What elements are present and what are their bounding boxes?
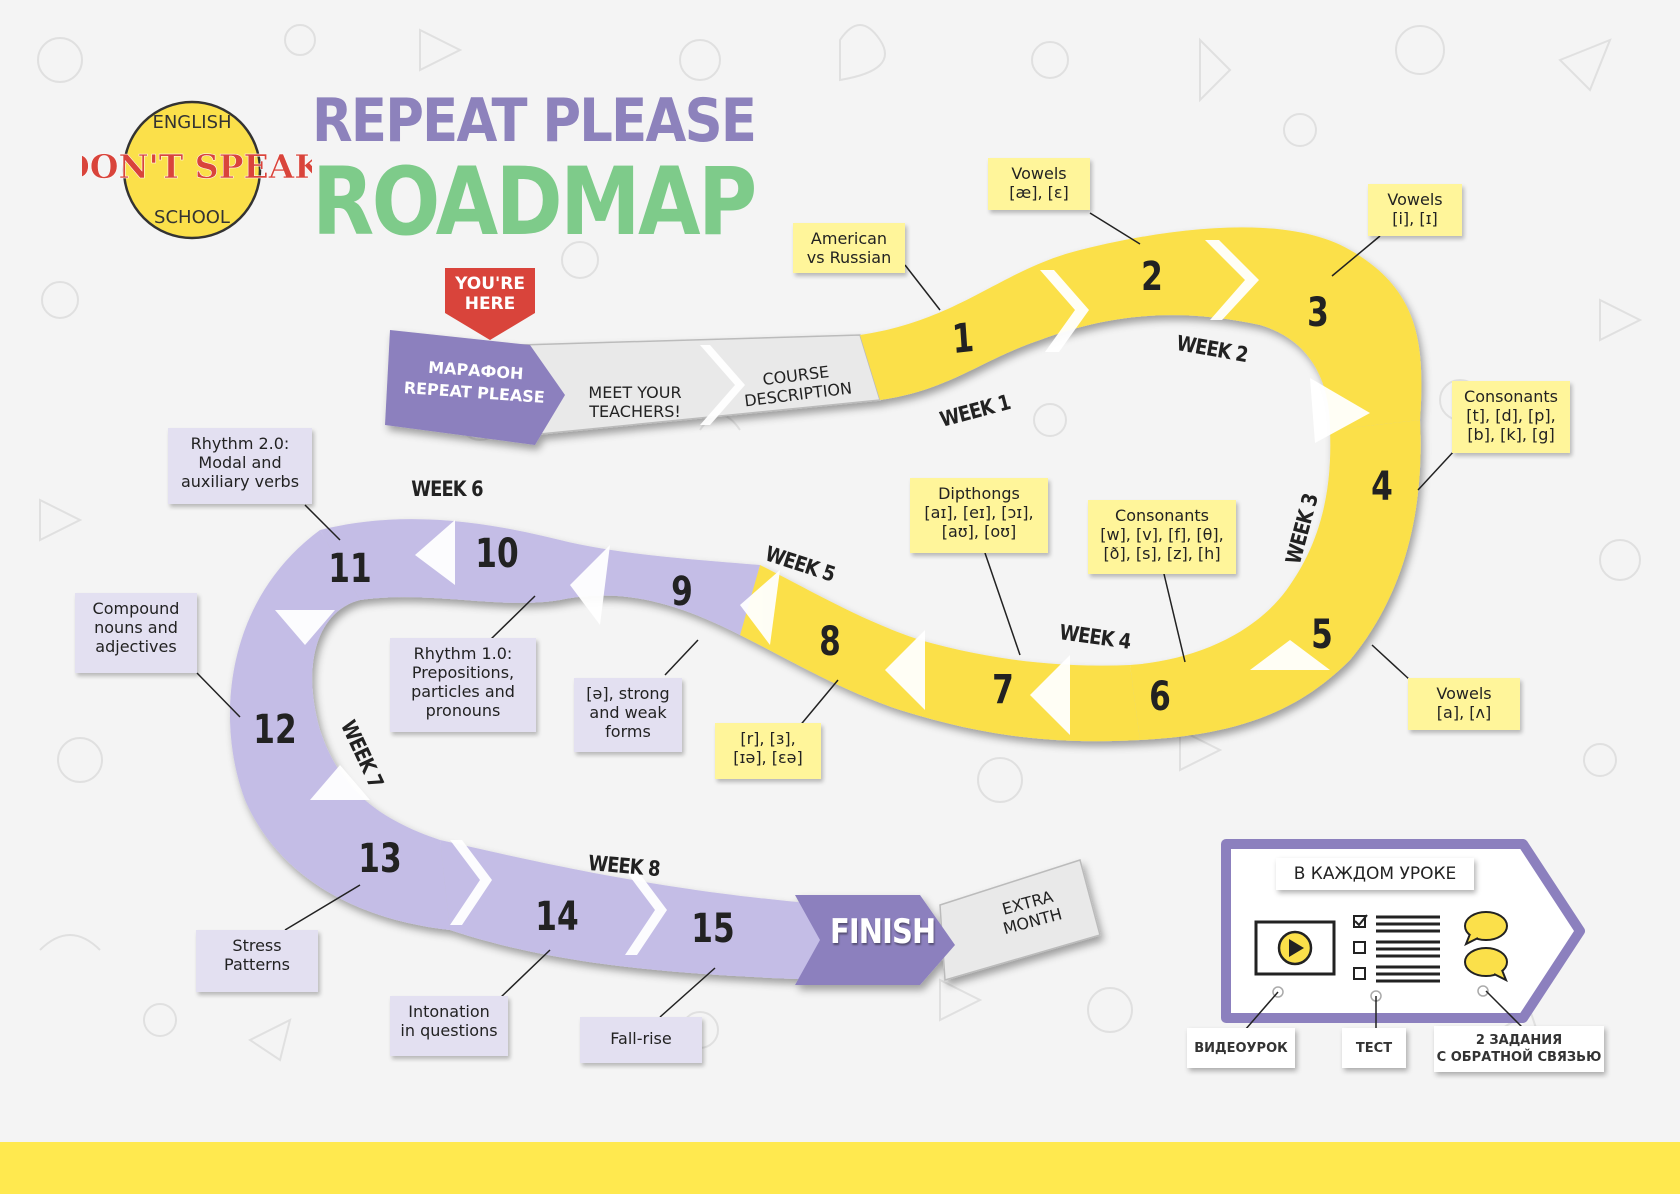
finish-label: FINISH: [830, 912, 936, 952]
callout-step-4: Consonants [t], [d], [p], [b], [k], [g]: [1452, 381, 1570, 453]
logo-top-text: ENGLISH: [152, 112, 231, 133]
legend-test-label: ТЕСТ: [1342, 1028, 1406, 1068]
step-12[interactable]: 12: [253, 707, 297, 753]
title-line-2: ROADMAP: [312, 148, 757, 257]
step-3[interactable]: 3: [1307, 290, 1329, 336]
callout-step-7: Dipthongs [aɪ], [eɪ], [ɔɪ], [aʊ], [oʊ]: [910, 478, 1048, 553]
segment-yellow-right: [1130, 420, 1421, 740]
step-8[interactable]: 8: [819, 619, 841, 665]
step-6[interactable]: 6: [1149, 674, 1171, 720]
callout-step-8: [r], [ɜ], [ɪə], [ɛə]: [715, 723, 821, 779]
step-11[interactable]: 11: [328, 546, 372, 592]
segment-yellow-upper: [860, 227, 1422, 430]
youre-here-badge: YOU'RE HERE: [445, 268, 535, 340]
callout-step-11: Rhythm 2.0: Modal and auxiliary verbs: [168, 428, 312, 504]
school-logo: ENGLISH DON'T SPEAK SCHOOL: [82, 100, 312, 240]
legend-title: В КАЖДОМ УРОКЕ: [1276, 858, 1474, 890]
step-10[interactable]: 10: [475, 531, 519, 577]
callout-step-9: [ə], strong and weak forms: [574, 678, 682, 752]
step-9[interactable]: 9: [671, 569, 693, 615]
start-marathon-arrow: [385, 330, 565, 445]
callout-step-12: Compound nouns and adjectives: [75, 593, 197, 673]
step-15[interactable]: 15: [691, 906, 735, 952]
callout-step-5: Vowels [a], [ʌ]: [1408, 678, 1520, 730]
finish-arrow: [795, 895, 955, 985]
logo-main-text: DON'T SPEAK: [82, 147, 312, 186]
callout-step-3: Vowels [i], [ɪ]: [1368, 184, 1462, 236]
legend-tasks-label: 2 ЗАДАНИЯ С ОБРАТНОЙ СВЯЗЬЮ: [1434, 1026, 1604, 1072]
video-icon: [1254, 920, 1336, 976]
step-5[interactable]: 5: [1311, 612, 1333, 658]
step-7[interactable]: 7: [992, 667, 1014, 713]
callout-step-1: American vs Russian: [793, 223, 905, 273]
callout-step-15: Fall-rise: [580, 1017, 702, 1063]
feedback-bubbles-icon: [1464, 911, 1508, 983]
segment-purple-left: [229, 530, 450, 930]
youre-here-text: YOU'RE HERE: [455, 274, 525, 314]
callout-step-2: Vowels [æ], [ɛ]: [988, 158, 1090, 210]
title-line-1: REPEAT PLEASE: [312, 86, 757, 156]
meet-teachers-label: MEET YOUR TEACHERS!: [588, 383, 682, 421]
callout-step-14: Intonation in questions: [390, 996, 508, 1056]
segment-purple-bottom: [440, 840, 830, 980]
step-13[interactable]: 13: [358, 836, 402, 882]
test-checklist-icon: [1353, 914, 1440, 983]
callout-step-10: Rhythm 1.0: Prepositions, particles and …: [390, 638, 536, 732]
week-label-6: WEEK 6: [411, 477, 483, 501]
logo-bottom-text: SCHOOL: [154, 207, 230, 228]
callout-step-6: Consonants [w], [v], [f], [θ], [ð], [s],…: [1088, 500, 1236, 574]
step-14[interactable]: 14: [535, 894, 579, 940]
step-4[interactable]: 4: [1371, 464, 1393, 510]
step-2[interactable]: 2: [1141, 254, 1163, 300]
legend-connectors: [1244, 990, 1526, 1031]
legend-video-label: ВИДЕОУРОК: [1187, 1028, 1295, 1068]
callout-step-13: Stress Patterns: [196, 930, 318, 992]
